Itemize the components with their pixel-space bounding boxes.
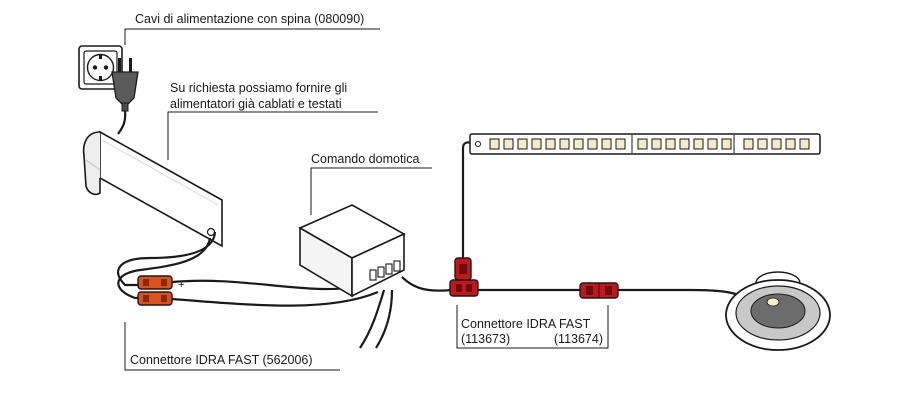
wall-socket bbox=[78, 45, 123, 90]
domotic-output-cables bbox=[401, 276, 453, 292]
led-chip bbox=[679, 138, 690, 150]
led-chip bbox=[651, 138, 662, 150]
label-idra-fast-right: Connettore IDRA FAST bbox=[461, 317, 591, 331]
domotic-command-box bbox=[298, 204, 406, 298]
led-strip bbox=[469, 133, 821, 155]
leader-domotic-command bbox=[310, 167, 432, 215]
downlight bbox=[725, 271, 831, 351]
idra-inline-connector bbox=[579, 282, 619, 299]
led-chip bbox=[785, 138, 796, 150]
led-chip bbox=[693, 138, 704, 150]
led-chip bbox=[545, 138, 556, 150]
label-idra-fast-left: Connettore IDRA FAST (562006) bbox=[130, 353, 313, 367]
leader-idra-left bbox=[124, 322, 340, 371]
led-chip bbox=[573, 138, 584, 150]
leader-power-supply bbox=[167, 111, 378, 160]
led-chip bbox=[757, 138, 768, 150]
led-chip bbox=[601, 138, 612, 150]
leader-idra-right bbox=[456, 305, 609, 349]
label-connector-codes: (113673) (113674) bbox=[461, 331, 609, 347]
label-code-inline-connector: (113674) bbox=[553, 332, 603, 346]
led-chip bbox=[665, 138, 676, 150]
leader-plug-cable bbox=[124, 28, 380, 45]
idra-t-connector bbox=[449, 257, 479, 297]
led-chip bbox=[615, 138, 626, 150]
led-chip bbox=[799, 138, 810, 150]
cable-plug-to-supply bbox=[117, 110, 127, 135]
label-domotic-command: Comando domotica bbox=[311, 152, 420, 166]
led-chips bbox=[489, 138, 810, 150]
led-chip bbox=[503, 138, 514, 150]
led-chip bbox=[721, 138, 732, 150]
led-chip bbox=[489, 138, 500, 150]
polarity-plus-label: + bbox=[178, 279, 185, 291]
led-strip-feed-cable bbox=[461, 141, 477, 260]
supply-output-cables bbox=[117, 231, 217, 300]
led-chip bbox=[743, 138, 754, 150]
led-chip bbox=[559, 138, 570, 150]
led-chip bbox=[707, 138, 718, 150]
led-chip bbox=[531, 138, 542, 150]
idra-fast-connectors-left bbox=[137, 275, 173, 306]
label-power-cable-with-plug: Cavi di alimentazione con spina (080090) bbox=[135, 12, 365, 26]
led-chip bbox=[517, 138, 528, 150]
power-supply bbox=[82, 130, 223, 248]
label-code-t-connector: (113673) bbox=[461, 332, 511, 346]
led-chip bbox=[587, 138, 598, 150]
label-leader-lines bbox=[124, 28, 609, 371]
label-prewired-supply-note: Su richiesta possiamo fornire gli alimen… bbox=[170, 80, 347, 112]
led-chip bbox=[771, 138, 782, 150]
led-chip bbox=[637, 138, 648, 150]
polarity-minus-label: - bbox=[178, 293, 182, 305]
label-supply-line-1: Su richiesta possiamo fornire gli bbox=[170, 81, 348, 95]
cables-to-domotic bbox=[171, 279, 394, 349]
label-supply-line-2: alimentatori già cablati e testati bbox=[170, 97, 342, 111]
